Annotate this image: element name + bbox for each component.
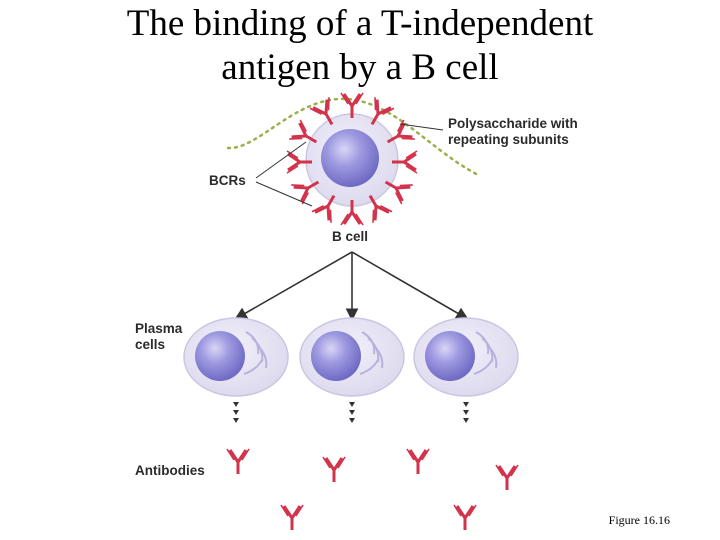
plasma-cell-3 — [413, 317, 519, 397]
title-line-1: The binding of a T-independent — [126, 3, 594, 44]
b-cell-label: B cell — [332, 229, 369, 244]
leader-lines — [255, 123, 444, 207]
title-line-2: antigen by a B cell — [221, 47, 499, 88]
figure-reference: Figure 16.16 — [608, 513, 670, 527]
plasma-cell-1 — [183, 317, 289, 397]
antibodies-label: Antibodies — [135, 463, 205, 478]
bcrs-label: BCRs — [209, 173, 246, 188]
polysaccharide-label-line-1: Polysaccharide with — [448, 116, 578, 131]
secreted-antibodies — [225, 447, 520, 532]
polysaccharide-label: Polysaccharide with repeating subunits — [448, 116, 578, 148]
polysaccharide-label-line-2: repeating subunits — [448, 132, 569, 147]
plasma-cell-2 — [299, 317, 405, 397]
plasma-label-line-1: Plasma — [135, 321, 183, 336]
differentiation-arrows — [234, 251, 469, 322]
secretion-arrows — [233, 402, 469, 423]
plasma-label-line-2: cells — [135, 337, 166, 352]
slide-title: The binding of a T-independent antigen b… — [0, 2, 720, 90]
b-cell — [305, 113, 399, 207]
plasma-cells-label: Plasma cells — [135, 321, 182, 353]
